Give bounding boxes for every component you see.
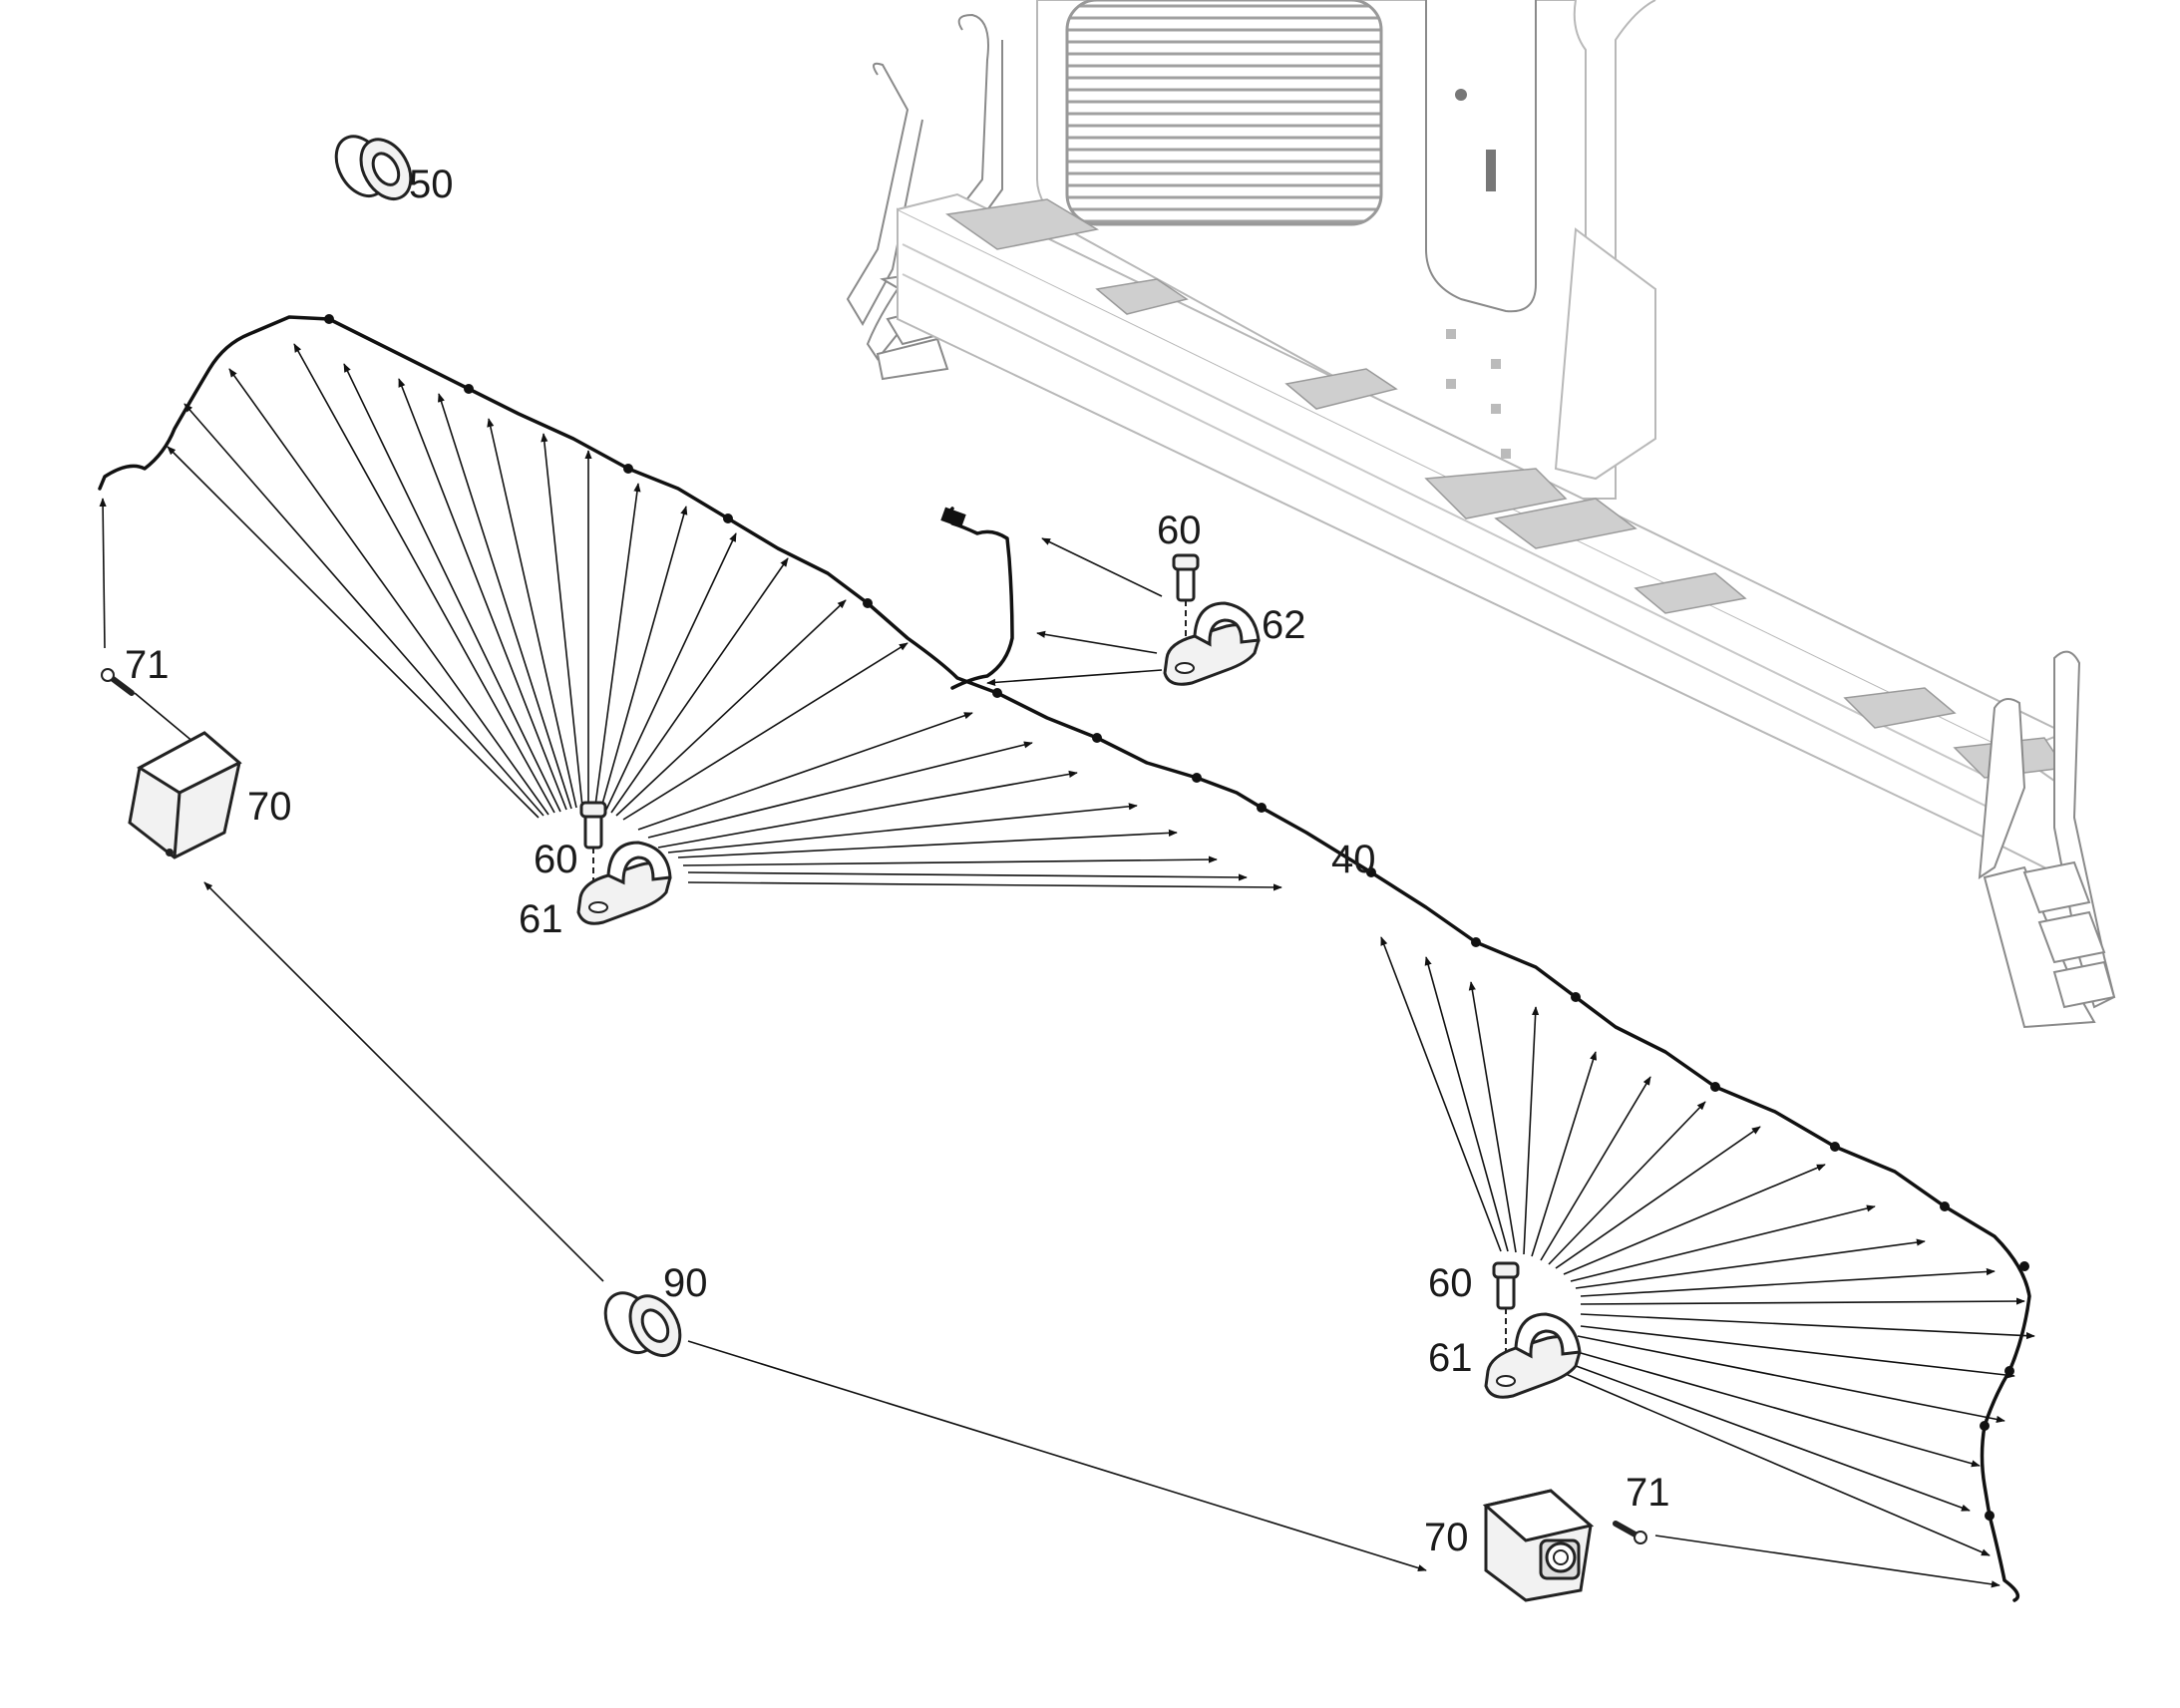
callout-60-right: 60 — [1428, 1261, 1473, 1305]
leader-lines-right-clamp — [1380, 936, 2035, 1556]
clamp-assembly-left-icon — [576, 801, 672, 925]
clamp-assembly-top-icon — [1163, 553, 1261, 686]
leader-lines-left-clamp — [99, 343, 1282, 891]
junction-box-70-left-icon — [128, 731, 242, 859]
callout-61-right: 61 — [1428, 1336, 1473, 1380]
leader-lines-grommet-90 — [203, 881, 1427, 1572]
wiring-harness — [98, 314, 2031, 1602]
leader-lines-top-clamp — [986, 537, 1163, 686]
leader-line-fastener-71-right — [1654, 1535, 2000, 1588]
callout-71-right: 71 — [1626, 1471, 1670, 1515]
callout-70-right: 70 — [1424, 1516, 1469, 1559]
callout-50: 50 — [409, 163, 454, 206]
callout-60-top: 60 — [1157, 509, 1202, 552]
leader-line-fastener-71-left — [134, 692, 195, 744]
machine-cabin-background — [846, 0, 2116, 1029]
clamp-assembly-right-icon — [1484, 1261, 1582, 1399]
screw-71-right-icon — [1613, 1521, 1647, 1544]
callout-71-left: 71 — [125, 643, 170, 687]
grommet-90-icon — [603, 1291, 682, 1357]
screw-71-left-icon — [101, 668, 135, 696]
callout-90: 90 — [663, 1261, 708, 1305]
callout-40: 40 — [1331, 838, 1376, 881]
grommet-50-icon — [334, 135, 413, 200]
callout-62: 62 — [1262, 603, 1306, 647]
callout-60-left: 60 — [534, 838, 578, 881]
callout-labels: 40 50 60 62 60 61 71 70 90 60 61 70 71 — [125, 163, 1670, 1559]
junction-box-70-right-icon — [1482, 1489, 1595, 1602]
callout-61-left: 61 — [519, 897, 563, 941]
callout-70-left: 70 — [247, 785, 292, 829]
